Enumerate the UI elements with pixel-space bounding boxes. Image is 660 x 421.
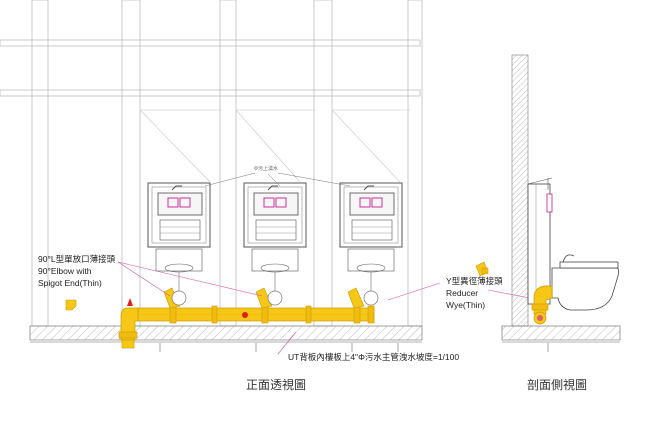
reducer-fitting-icon bbox=[475, 261, 489, 277]
red-arrow-marker bbox=[127, 298, 133, 306]
main-drain-pipe bbox=[118, 287, 379, 349]
section-wall bbox=[511, 54, 529, 327]
structural-columns bbox=[0, 0, 423, 327]
elbow-label-en-1: 90°Elbow with bbox=[38, 266, 92, 276]
fixture-tag-leaders bbox=[204, 172, 351, 187]
section-view-title: 剖面側視圖 bbox=[527, 378, 588, 392]
reducer-label-en-1: Reducer bbox=[446, 288, 479, 298]
section-frame bbox=[527, 177, 553, 305]
reducer-label-zh: Y型異徑薄接頭 bbox=[446, 276, 503, 286]
front-view-title: 正面透視圖 bbox=[246, 378, 307, 392]
reducer-label-en-2: Wye(Thin) bbox=[446, 300, 486, 310]
wc-frame-1 bbox=[147, 182, 211, 300]
floor-slab-front bbox=[29, 325, 423, 341]
wc-frame-2 bbox=[243, 182, 307, 300]
toilet-bowl-side bbox=[551, 254, 620, 311]
wc-frame-3 bbox=[339, 182, 403, 300]
slab-anchors bbox=[159, 343, 399, 352]
main-pipe-note: UT背板內樓板上4"Φ污水主管洩水坡度=1/100 bbox=[288, 352, 460, 362]
elbow-label-en-2: Spigot End(Thin) bbox=[38, 278, 102, 288]
floor-slab-section bbox=[501, 325, 621, 341]
elbow-fitting-icon bbox=[65, 299, 77, 311]
elbow-label-zh: 90°L型單放口薄接頭 bbox=[38, 254, 116, 264]
floor-slab-bottom bbox=[30, 340, 422, 343]
section-drain-pipe bbox=[531, 285, 553, 325]
floor-slab-section-bottom bbox=[502, 340, 620, 343]
fixture-tag: Φ污上澆水 bbox=[254, 166, 278, 172]
